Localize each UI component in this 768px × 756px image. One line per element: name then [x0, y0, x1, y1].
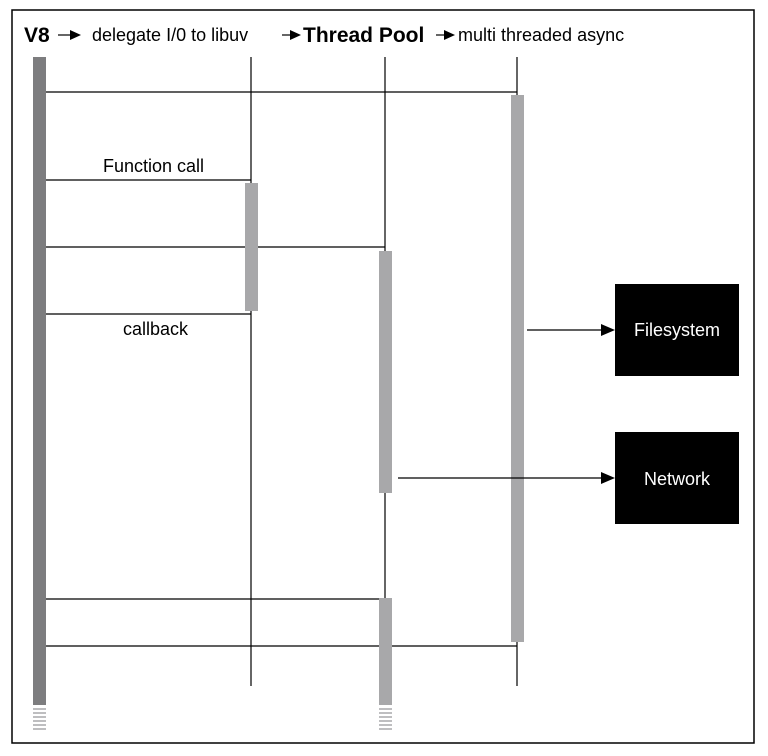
async-activation-bar — [511, 95, 524, 642]
header-arrow-1 — [58, 30, 81, 40]
arrow-to-network — [398, 472, 615, 484]
network-box — [615, 432, 739, 524]
callback-label: callback — [123, 319, 189, 339]
filesystem-box — [615, 284, 739, 376]
header-delegate: delegate I/0 to libuv — [92, 25, 248, 45]
header-async: multi threaded async — [458, 25, 624, 45]
header-arrow-3 — [436, 30, 455, 40]
v8-main-bar — [33, 57, 46, 705]
header-v8: V8 — [24, 24, 50, 47]
filesystem-label: Filesystem — [634, 320, 720, 340]
diagram-frame — [11, 9, 755, 744]
thread-pool-activation-bar — [379, 251, 392, 493]
libuv-activation-bar — [245, 183, 258, 311]
network-label: Network — [644, 469, 711, 489]
header-arrow-2 — [282, 30, 301, 40]
arrow-to-filesystem — [527, 324, 615, 336]
function-call-label: Function call — [103, 156, 204, 176]
v8-continuation-dashes — [33, 708, 46, 730]
header-thread-pool: Thread Pool — [303, 24, 424, 47]
thread-pool-continuation-dashes — [379, 708, 392, 730]
thread-pool-activation-bar-2 — [379, 598, 392, 705]
